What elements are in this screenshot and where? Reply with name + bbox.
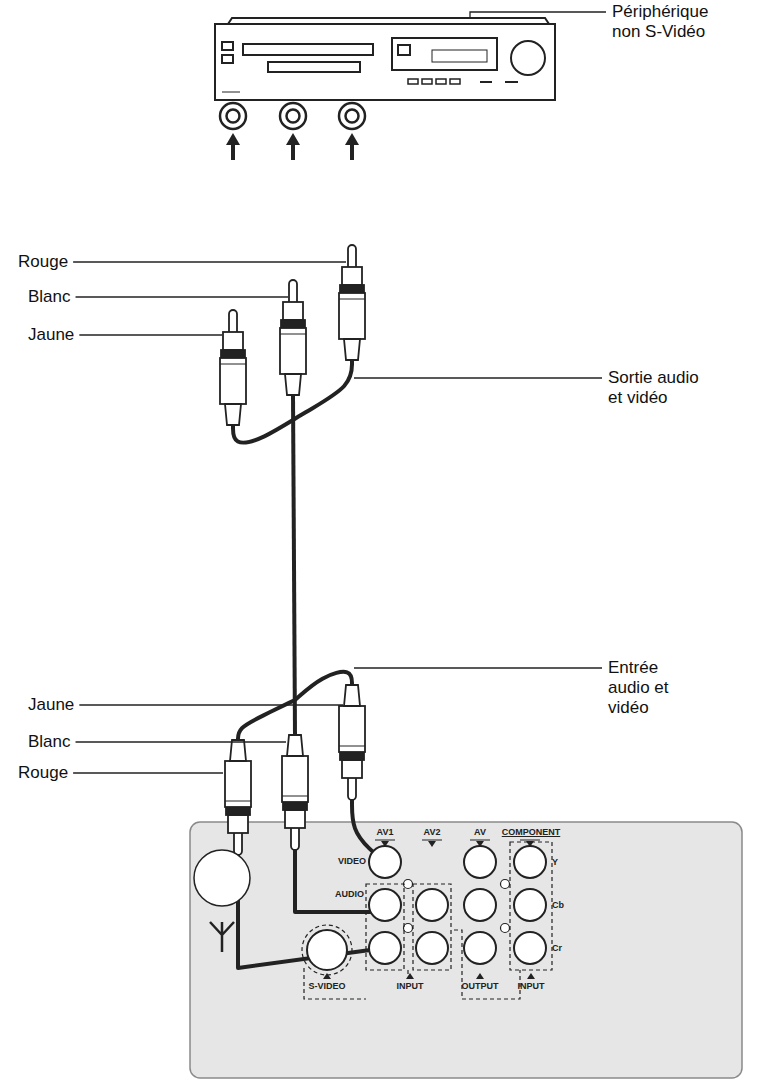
wire-color-label: Jaune	[28, 325, 74, 345]
leader-line	[76, 296, 288, 297]
wire-color-label: Blanc	[28, 732, 71, 752]
port-label: OUTPUT	[462, 981, 499, 992]
callout-label: Périphérique non S-Vidéo	[612, 2, 724, 42]
direction-arrow	[226, 133, 240, 160]
leader-line	[79, 704, 343, 705]
port-label: Cb	[552, 900, 564, 911]
port-label: Cr	[552, 943, 562, 954]
callout-label: Entrée audio et vidéo	[608, 658, 682, 718]
direction-arrow	[345, 133, 359, 160]
rca-plug	[282, 735, 308, 850]
video-device	[215, 18, 555, 100]
tv-panel	[190, 822, 742, 1078]
leader-line	[354, 667, 602, 668]
leader-line	[73, 261, 346, 262]
rca-plug	[220, 310, 246, 425]
output-jack	[339, 103, 365, 129]
output-jack	[280, 103, 306, 129]
leader-line	[79, 334, 222, 335]
wire-color-label: Rouge	[18, 763, 68, 783]
leader-line	[76, 741, 286, 742]
wire-color-label: Rouge	[18, 252, 68, 272]
leader-line	[73, 772, 223, 773]
port-label: Y	[552, 857, 558, 868]
wire-color-label: Jaune	[28, 695, 74, 715]
port-label: INPUT	[397, 981, 424, 992]
wire-color-label: Blanc	[28, 287, 71, 307]
leader-line	[470, 12, 606, 18]
port-label: AV2	[424, 827, 441, 838]
rca-plug	[339, 685, 365, 800]
rca-plug	[225, 740, 251, 855]
port-label: COMPONENT	[502, 827, 561, 838]
tv-connector-panel: AV1 AV2 AV COMPONENT VIDEO AUDIO Y CbCrS-VIDEO I…	[190, 822, 742, 1078]
output-jack	[220, 103, 246, 129]
av-cable	[238, 700, 295, 741]
panel-connectors	[194, 840, 552, 999]
port-label: INPUT	[518, 981, 545, 992]
port-label: AV	[474, 827, 486, 838]
port-label: VIDEO	[338, 856, 366, 867]
port-label: AUDIO	[335, 889, 364, 900]
port-label: S-VIDEO	[308, 981, 345, 992]
port-label: AV1	[377, 827, 394, 838]
av-cable	[295, 672, 352, 700]
direction-arrow	[286, 133, 300, 160]
callout-label: Sortie audio et vidéo	[608, 368, 716, 408]
av-cable	[293, 395, 295, 735]
leader-line	[354, 377, 602, 378]
